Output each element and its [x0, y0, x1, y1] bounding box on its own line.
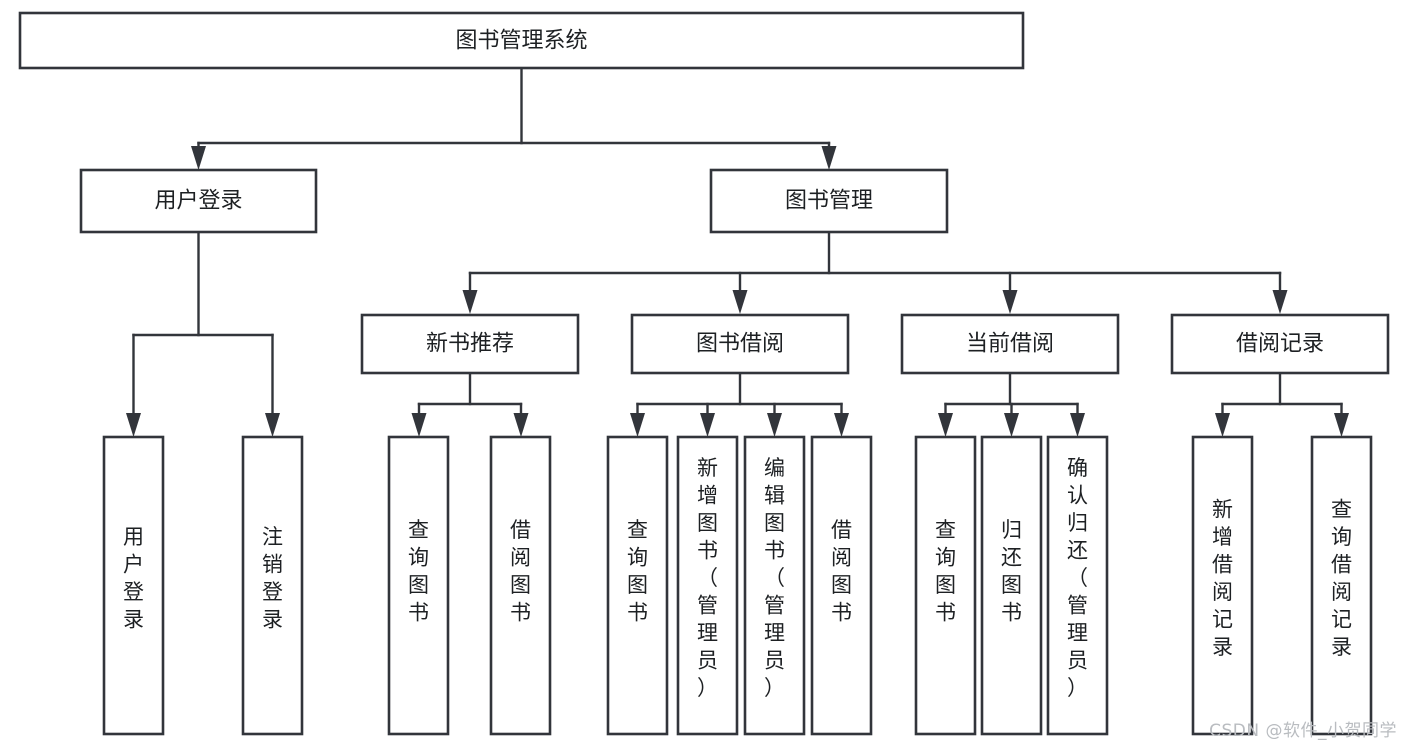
arrow-head-borrow-record: [1272, 290, 1288, 314]
node-leaf-query-book-1-box[interactable]: [387, 435, 450, 736]
arrow-head-leaf-confirm-return: [1070, 413, 1085, 437]
node-leaf-borrow-book-1-box[interactable]: [489, 435, 552, 736]
arrow-head-book-borrow: [732, 290, 748, 314]
node-leaf-query-record-box[interactable]: [1310, 435, 1373, 736]
node-leaf-borrow-book-2-label: 借阅图书: [831, 518, 852, 625]
node-user-login[interactable]: 用户登录: [79, 168, 318, 234]
node-leaf-return-book-box[interactable]: [980, 435, 1043, 736]
node-current-borrow-box[interactable]: [900, 313, 1120, 375]
node-user-login-box[interactable]: [79, 168, 318, 234]
node-leaf-query-book-3-box[interactable]: [914, 435, 977, 736]
edge-group: [126, 66, 1349, 437]
arrow-head-leaf-return-book: [1004, 413, 1019, 437]
arrow-head-current-borrow: [1002, 290, 1018, 314]
arrow-head-leaf-query-book-1: [411, 413, 427, 437]
node-leaf-add-record-box[interactable]: [1191, 435, 1254, 736]
node-leaf-query-book-2[interactable]: 查询图书: [606, 435, 669, 736]
node-leaf-query-book-2-box[interactable]: [606, 435, 669, 736]
node-book-manage-label: 图书管理: [785, 189, 873, 214]
node-leaf-query-book-1[interactable]: 查询图书: [387, 435, 450, 736]
node-leaf-borrow-book-1[interactable]: 借阅图书: [489, 435, 552, 736]
arrow-head-leaf-query-record: [1334, 413, 1349, 437]
arrow-head-new-book-rec: [462, 290, 478, 314]
node-leaf-logout-label: 注销登录: [262, 525, 283, 632]
arrow-head-leaf-query-book-3: [938, 413, 953, 437]
node-book-manage-box[interactable]: [709, 168, 949, 234]
node-leaf-user-login-label: 用户登录: [123, 525, 144, 632]
arrow-head-leaf-user-login: [126, 413, 141, 437]
node-leaf-add-record-label: 新增借阅记录: [1212, 497, 1233, 659]
node-book-manage[interactable]: 图书管理: [709, 168, 949, 234]
arrow-head-leaf-borrow-book-1: [513, 413, 529, 437]
node-leaf-user-login-box[interactable]: [102, 435, 165, 736]
node-leaf-borrow-book-2-box[interactable]: [810, 435, 873, 736]
node-user-login-label: 用户登录: [154, 189, 242, 214]
node-book-borrow[interactable]: 图书借阅: [630, 313, 850, 375]
node-borrow-record-label: 借阅记录: [1236, 332, 1324, 357]
node-new-book-rec-label: 新书推荐: [426, 332, 514, 357]
node-new-book-rec-box[interactable]: [360, 313, 580, 375]
node-leaf-confirm-return-label: 确认归还（管理员）: [1067, 456, 1088, 700]
arrow-head-leaf-query-book-2: [630, 413, 645, 437]
node-leaf-return-book-label: 归还图书: [1001, 518, 1022, 625]
node-leaf-user-login[interactable]: 用户登录: [102, 435, 165, 736]
node-leaf-query-book-2-label: 查询图书: [627, 518, 648, 625]
arrow-head-leaf-logout: [265, 413, 280, 437]
node-leaf-confirm-return-box[interactable]: [1046, 435, 1109, 736]
arrow-head-user-login: [191, 146, 206, 170]
node-book-borrow-box[interactable]: [630, 313, 850, 375]
arrow-head-leaf-add-book: [700, 413, 715, 437]
node-leaf-query-book-1-label: 查询图书: [408, 518, 429, 625]
node-leaf-confirm-return[interactable]: 确认归还（管理员）: [1046, 435, 1109, 736]
node-leaf-add-book-label: 新增图书（管理员）: [697, 456, 718, 700]
node-leaf-logout[interactable]: 注销登录: [241, 435, 304, 736]
arrow-head-book-manage: [821, 146, 837, 170]
arrow-head-leaf-borrow-book-2: [834, 413, 849, 437]
node-leaf-query-record-label: 查询借阅记录: [1331, 497, 1352, 659]
node-borrow-record[interactable]: 借阅记录: [1170, 313, 1390, 375]
node-current-borrow-label: 当前借阅: [966, 332, 1054, 357]
node-borrow-record-box[interactable]: [1170, 313, 1390, 375]
node-leaf-return-book[interactable]: 归还图书: [980, 435, 1043, 736]
node-leaf-add-book-box[interactable]: [676, 435, 739, 736]
node-current-borrow[interactable]: 当前借阅: [900, 313, 1120, 375]
node-leaf-query-book-3[interactable]: 查询图书: [914, 435, 977, 736]
node-root-label: 图书管理系统: [455, 29, 587, 54]
node-root[interactable]: 图书管理系统: [18, 11, 1025, 70]
csdn-watermark: CSDN @软件_小贺同学: [1209, 721, 1397, 741]
arrow-head-leaf-edit-book: [767, 413, 782, 437]
node-leaf-query-book-3-label: 查询图书: [935, 518, 956, 625]
node-root-box[interactable]: [18, 11, 1025, 70]
node-leaf-edit-book[interactable]: 编辑图书（管理员）: [743, 435, 806, 736]
node-leaf-borrow-book-1-label: 借阅图书: [510, 518, 531, 625]
node-book-borrow-label: 图书借阅: [696, 332, 784, 357]
node-leaf-edit-book-label: 编辑图书（管理员）: [764, 456, 785, 700]
node-leaf-query-record[interactable]: 查询借阅记录: [1310, 435, 1373, 736]
node-leaf-add-book[interactable]: 新增图书（管理员）: [676, 435, 739, 736]
node-leaf-logout-box[interactable]: [241, 435, 304, 736]
node-leaf-add-record[interactable]: 新增借阅记录: [1191, 435, 1254, 736]
node-leaf-edit-book-box[interactable]: [743, 435, 806, 736]
node-new-book-rec[interactable]: 新书推荐: [360, 313, 580, 375]
node-leaf-borrow-book-2[interactable]: 借阅图书: [810, 435, 873, 736]
arrow-head-leaf-add-record: [1215, 413, 1230, 437]
